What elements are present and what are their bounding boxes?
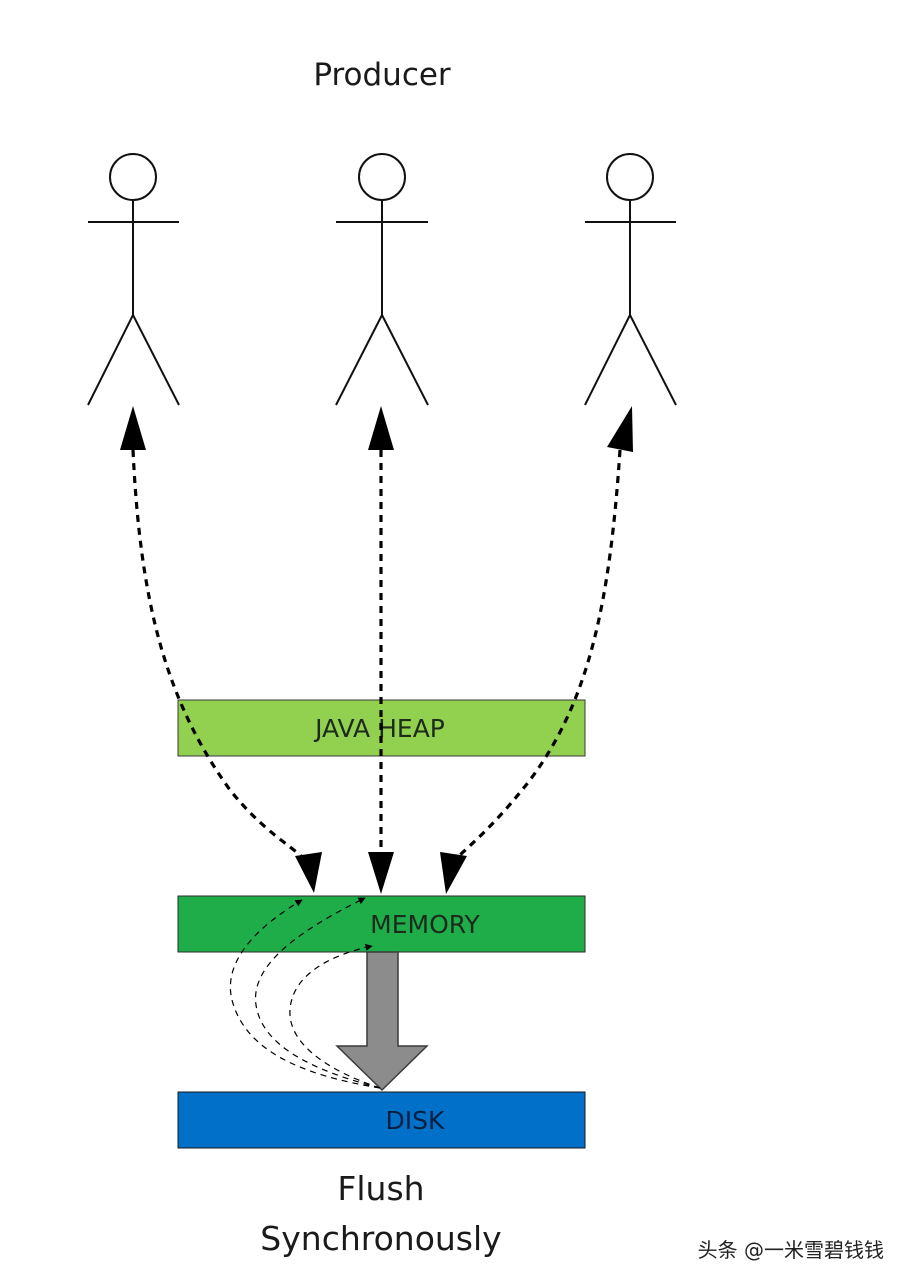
watermark: 头条 @一米雪碧钱钱: [698, 1238, 884, 1262]
arrowhead-up-3: [607, 406, 633, 452]
arrowhead-up-2: [368, 406, 394, 450]
producer-figure-3: [584, 153, 677, 406]
caption-line-1: Flush: [337, 1169, 424, 1208]
flush-arrow: [335, 951, 429, 1092]
disk-memory-return-arrows: [229, 897, 381, 1089]
disk-label: DISK: [386, 1106, 445, 1135]
connector-producer-1: [131, 449, 304, 859]
producer-memory-connectors: [120, 406, 633, 894]
connector-producer-3: [456, 449, 622, 859]
arrowhead-down-3: [440, 852, 467, 894]
java-heap-box: JAVA HEAP: [177, 699, 586, 757]
return-arrow-3: [289, 943, 381, 1089]
diagram-title: Producer: [313, 57, 451, 93]
caption-line-2: Synchronously: [260, 1219, 501, 1258]
memory-box: MEMORY: [177, 895, 586, 953]
producer-figure-1: [87, 153, 180, 406]
java-heap-label: JAVA HEAP: [313, 714, 445, 743]
memory-label: MEMORY: [370, 910, 480, 939]
return-arrow-1: [229, 899, 381, 1089]
disk-box: DISK: [177, 1091, 586, 1149]
arrowhead-up-1: [120, 406, 146, 450]
producer-figure-2: [335, 153, 429, 406]
arrowhead-down-2: [368, 852, 394, 894]
arrowhead-down-1: [295, 852, 322, 893]
return-arrow-2: [254, 897, 381, 1089]
